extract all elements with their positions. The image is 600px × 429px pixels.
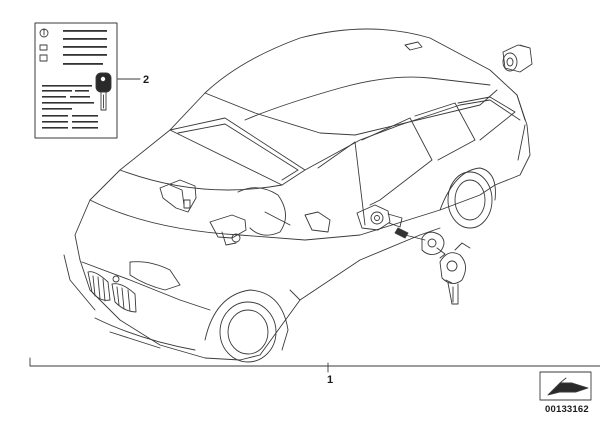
doc-symbol-box [39,54,48,62]
front-wheel [204,289,289,363]
remote-key-icon [394,227,446,259]
diagram-number: 00133162 [545,404,589,415]
callout-label-2: 2 [143,74,150,86]
info-document-icon [39,28,49,38]
ignition-lock-icon [209,214,247,246]
kidney-grille [87,271,137,313]
doc-bars [42,30,107,129]
key-documentation-card [34,22,118,139]
door-lock-cylinder-icon [356,204,403,231]
bonnet-lock-part [159,179,197,213]
remote-key-icon [439,242,471,305]
diagram-frame [29,357,600,367]
frame-symbol-icon [539,371,592,401]
trunk-lock-cylinder-icon [502,44,533,73]
doc-symbol-box [39,44,48,51]
key-icon [95,72,112,111]
car-outline-icon [63,28,531,363]
rear-wheel [439,167,496,229]
callout-label-1: 1 [327,374,334,386]
